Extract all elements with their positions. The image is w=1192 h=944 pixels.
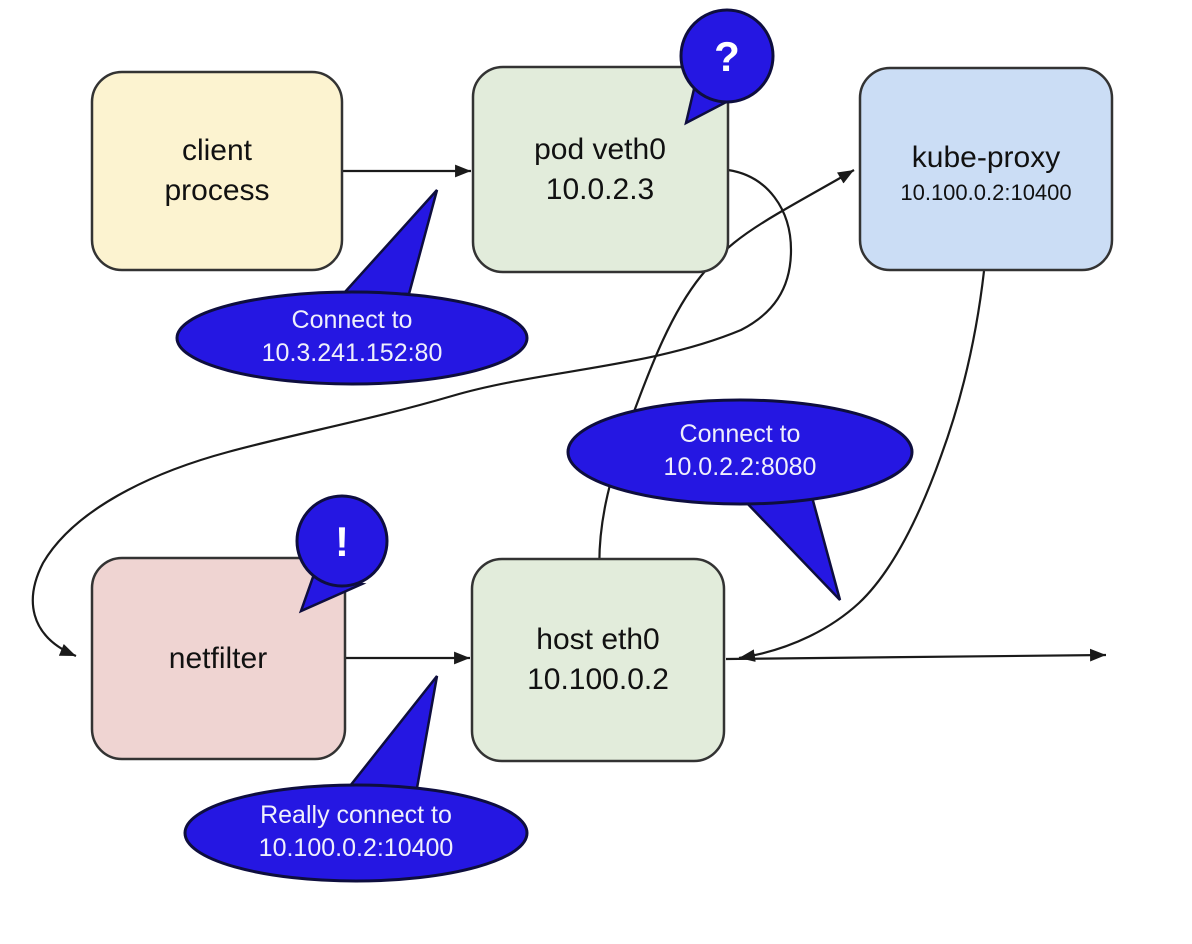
arrow-host-eth0-to-network	[725, 648, 1107, 662]
callout-really-connect-line1: Really connect to	[260, 801, 452, 829]
node-kube-proxy-line1: kube-proxy	[911, 141, 1061, 174]
node-pod-veth0-box	[471, 65, 730, 274]
callout-connect-backend-bubble	[566, 398, 914, 506]
node-netfilter-box	[90, 556, 347, 761]
node-host-eth0-line1: host eth0	[536, 623, 660, 656]
node-pod-veth0-line2: 10.0.2.3	[545, 173, 655, 206]
node-kube-proxy-label: kube-proxy 10.100.0.2:10400	[900, 138, 1071, 208]
callout-really-connect-bubble	[183, 783, 529, 883]
curve-kube-proxy-to-host-eth0	[738, 270, 986, 662]
callout-connect-service-tail	[342, 189, 439, 296]
node-pod-veth0-label: pod veth0 10.0.2.3	[534, 130, 666, 210]
callout-really-connect-label: Really connect to 10.100.0.2:10400	[259, 799, 454, 865]
callout-really-connect-tail	[347, 675, 439, 790]
callout-connect-service-line1: Connect to	[291, 306, 413, 334]
node-host-eth0-line2: 10.100.0.2	[527, 663, 669, 696]
node-host-eth0-label: host eth0 10.100.0.2	[527, 620, 669, 700]
exclamation-badge-bubble	[295, 494, 389, 588]
node-pod-veth0-line1: pod veth0	[534, 133, 666, 166]
node-client-process-label: client process	[164, 131, 269, 211]
node-netfilter-line1: netfilter	[168, 642, 268, 675]
callout-connect-service-bubble	[175, 290, 529, 386]
node-kube-proxy-line2: 10.100.0.2:10400	[900, 180, 1072, 205]
node-kube-proxy-box	[858, 66, 1114, 272]
node-client-process-line1: client	[181, 134, 253, 167]
callout-connect-service-line2: 10.3.241.152:80	[261, 339, 443, 367]
question-badge-bubble	[679, 8, 775, 104]
callout-connect-backend-tail	[741, 495, 842, 601]
callout-connect-backend-line1: Connect to	[679, 420, 801, 448]
node-netfilter-label: netfilter	[169, 639, 267, 679]
question-badge-glyph: ?	[714, 33, 740, 80]
callout-connect-backend-line2: 10.0.2.2:8080	[663, 453, 817, 481]
node-client-process-line2: process	[164, 174, 270, 207]
node-host-eth0-box	[470, 557, 726, 763]
callout-really-connect-line2: 10.100.0.2:10400	[258, 834, 454, 862]
exclamation-badge-glyph: !	[335, 518, 349, 565]
callout-connect-backend-label: Connect to 10.0.2.2:8080	[664, 418, 817, 484]
callout-connect-service-label: Connect to 10.3.241.152:80	[262, 304, 443, 370]
node-client-process-box	[90, 70, 344, 272]
curve-pod-veth0-to-netfilter	[31, 168, 793, 658]
